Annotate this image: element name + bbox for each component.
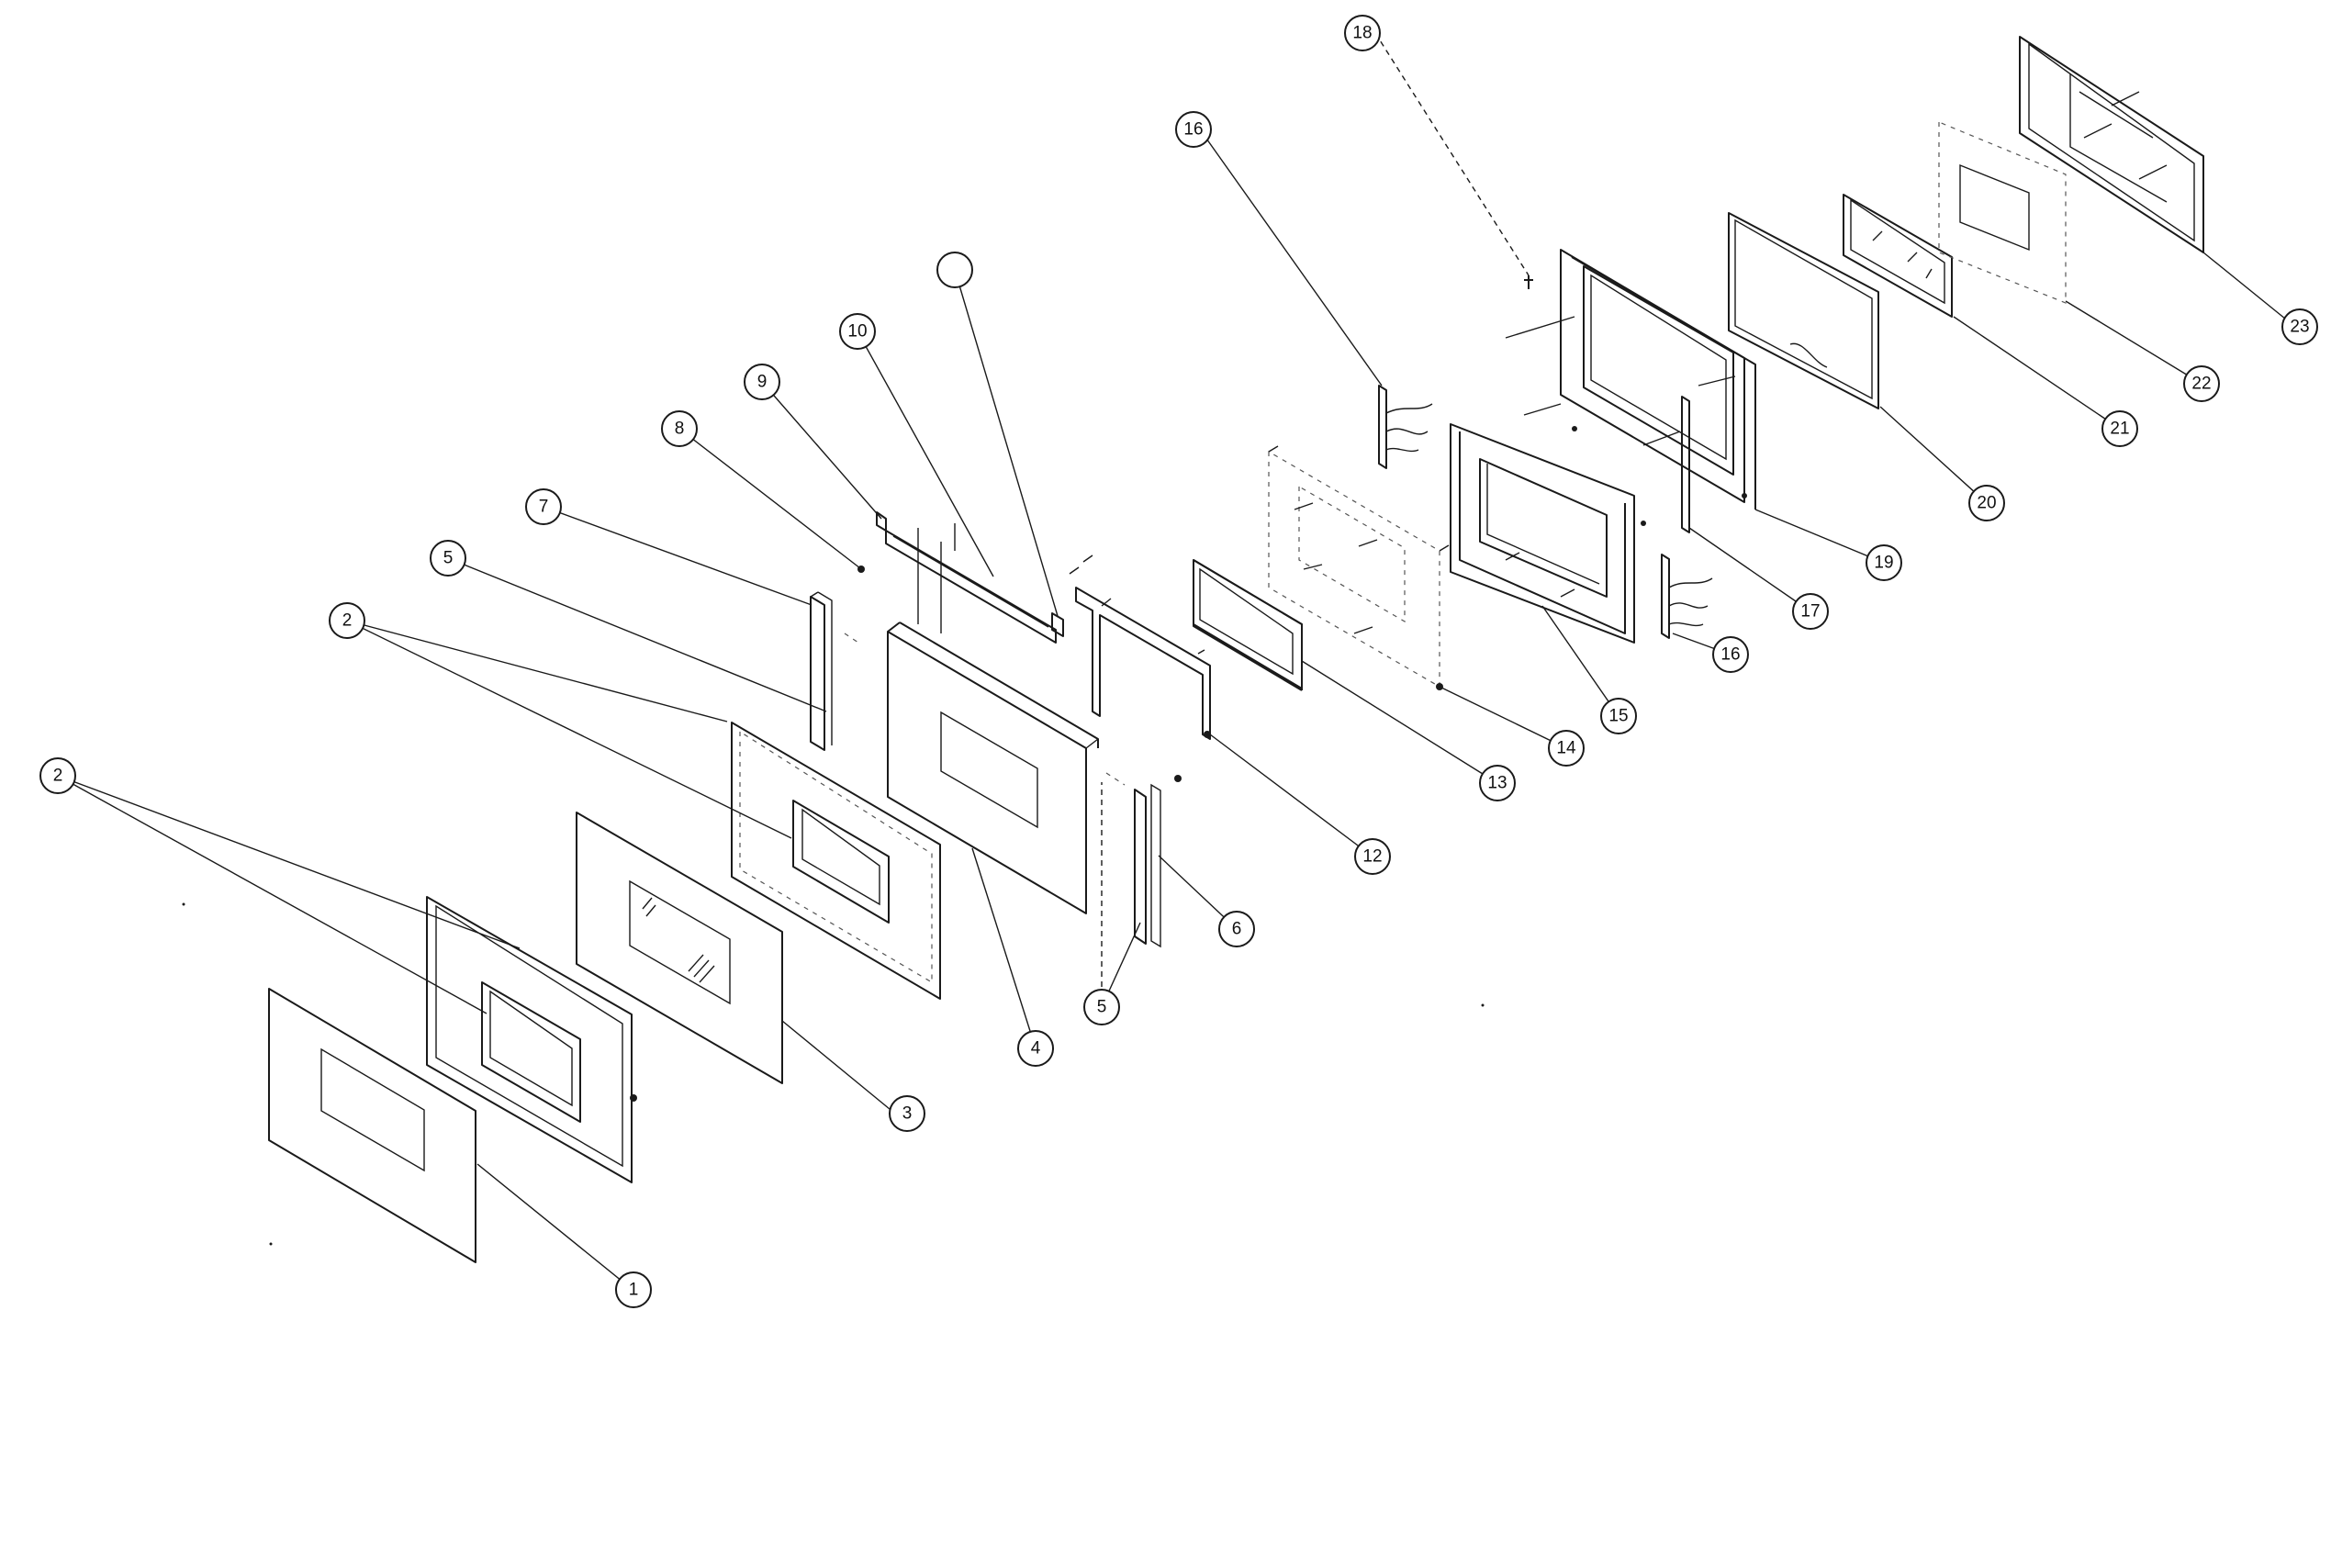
callout-19-label: 19 xyxy=(1874,554,1893,573)
callout-17-label: 17 xyxy=(1800,602,1820,622)
part-18-screw xyxy=(1524,275,1533,289)
callout-5-left: 5 xyxy=(430,540,466,577)
callout-8-label: 8 xyxy=(675,420,685,439)
part-19-door-liner xyxy=(1505,249,1756,533)
callout-20: 20 xyxy=(1968,485,2005,521)
part-3-door-glass xyxy=(576,812,783,1084)
callout-6-label: 6 xyxy=(1232,920,1242,939)
callout-12: 12 xyxy=(1354,838,1391,875)
part-16-hinge-lower xyxy=(1661,554,1713,639)
part-1-outer-glass xyxy=(268,988,476,1263)
callout-21: 21 xyxy=(2101,410,2138,447)
callout-7: 7 xyxy=(525,488,562,525)
part-20-gasket xyxy=(1728,212,1879,409)
callout-4: 4 xyxy=(1017,1030,1054,1067)
callout-1: 1 xyxy=(615,1271,652,1308)
callout-5-right: 5 xyxy=(1083,989,1120,1025)
callout-6: 6 xyxy=(1218,911,1255,947)
callout-13-label: 13 xyxy=(1487,774,1507,793)
part-21-inner-window xyxy=(1843,194,1953,318)
callout-5-right-label: 5 xyxy=(1097,998,1107,1017)
callout-18-label: 18 xyxy=(1352,24,1372,43)
part-4-inner-door-panel xyxy=(887,622,1099,914)
part-12-bracket xyxy=(1075,587,1211,740)
callout-17: 17 xyxy=(1792,593,1829,630)
part-13-insulation xyxy=(1193,559,1303,691)
callout-9-label: 9 xyxy=(757,373,768,392)
part-23-outer-frame xyxy=(2019,36,2204,253)
callout-16-lower-label: 16 xyxy=(1720,645,1740,665)
part-14-heat-shield xyxy=(1268,445,1450,690)
callout-8: 8 xyxy=(661,410,698,447)
callout-2-front-label: 2 xyxy=(53,767,63,786)
part-10-top-vent-channel xyxy=(876,511,1093,644)
callout-20-label: 20 xyxy=(1977,494,1996,513)
callout-2-front: 2 xyxy=(39,757,76,794)
callout-7-label: 7 xyxy=(539,498,549,517)
callout-4-label: 4 xyxy=(1031,1039,1041,1058)
callout-11 xyxy=(936,252,973,288)
leader-lines xyxy=(57,32,2296,1286)
part-2-trim-frame-rear xyxy=(731,722,941,1000)
part-2-trim-frame-front xyxy=(426,896,637,1183)
callout-1-label: 1 xyxy=(629,1281,639,1300)
callout-15-label: 15 xyxy=(1608,707,1628,726)
callout-22-label: 22 xyxy=(2191,375,2211,394)
stray-marks xyxy=(182,902,1485,1246)
part-15-door-frame xyxy=(1450,423,1635,644)
callout-2-rear: 2 xyxy=(329,602,365,639)
callout-22: 22 xyxy=(2183,365,2220,402)
callout-23: 23 xyxy=(2281,308,2318,345)
callout-18: 18 xyxy=(1344,15,1381,51)
callout-14: 14 xyxy=(1548,730,1585,767)
callout-16-lower: 16 xyxy=(1712,636,1749,673)
callout-14-label: 14 xyxy=(1556,739,1576,758)
callout-3-label: 3 xyxy=(902,1104,913,1124)
callout-15: 15 xyxy=(1600,698,1637,734)
callout-12-label: 12 xyxy=(1362,847,1382,867)
callout-3: 3 xyxy=(889,1095,925,1132)
callout-23-label: 23 xyxy=(2290,318,2309,337)
callout-10: 10 xyxy=(839,313,876,350)
callout-16-upper: 16 xyxy=(1175,111,1212,148)
callout-9: 9 xyxy=(744,364,780,400)
part-22-back-panel xyxy=(1938,121,2067,304)
callout-19: 19 xyxy=(1866,544,1902,581)
part-16-hinge-upper xyxy=(1378,385,1433,469)
callout-5-left-label: 5 xyxy=(443,549,454,568)
callout-13: 13 xyxy=(1479,765,1516,801)
callout-21-label: 21 xyxy=(2110,420,2129,439)
callout-10-label: 10 xyxy=(847,322,867,342)
callout-16-upper-label: 16 xyxy=(1183,120,1203,140)
callout-2-rear-label: 2 xyxy=(342,611,353,631)
part-7-side-channel xyxy=(810,566,865,751)
part-6-side-channel xyxy=(1105,772,1182,948)
